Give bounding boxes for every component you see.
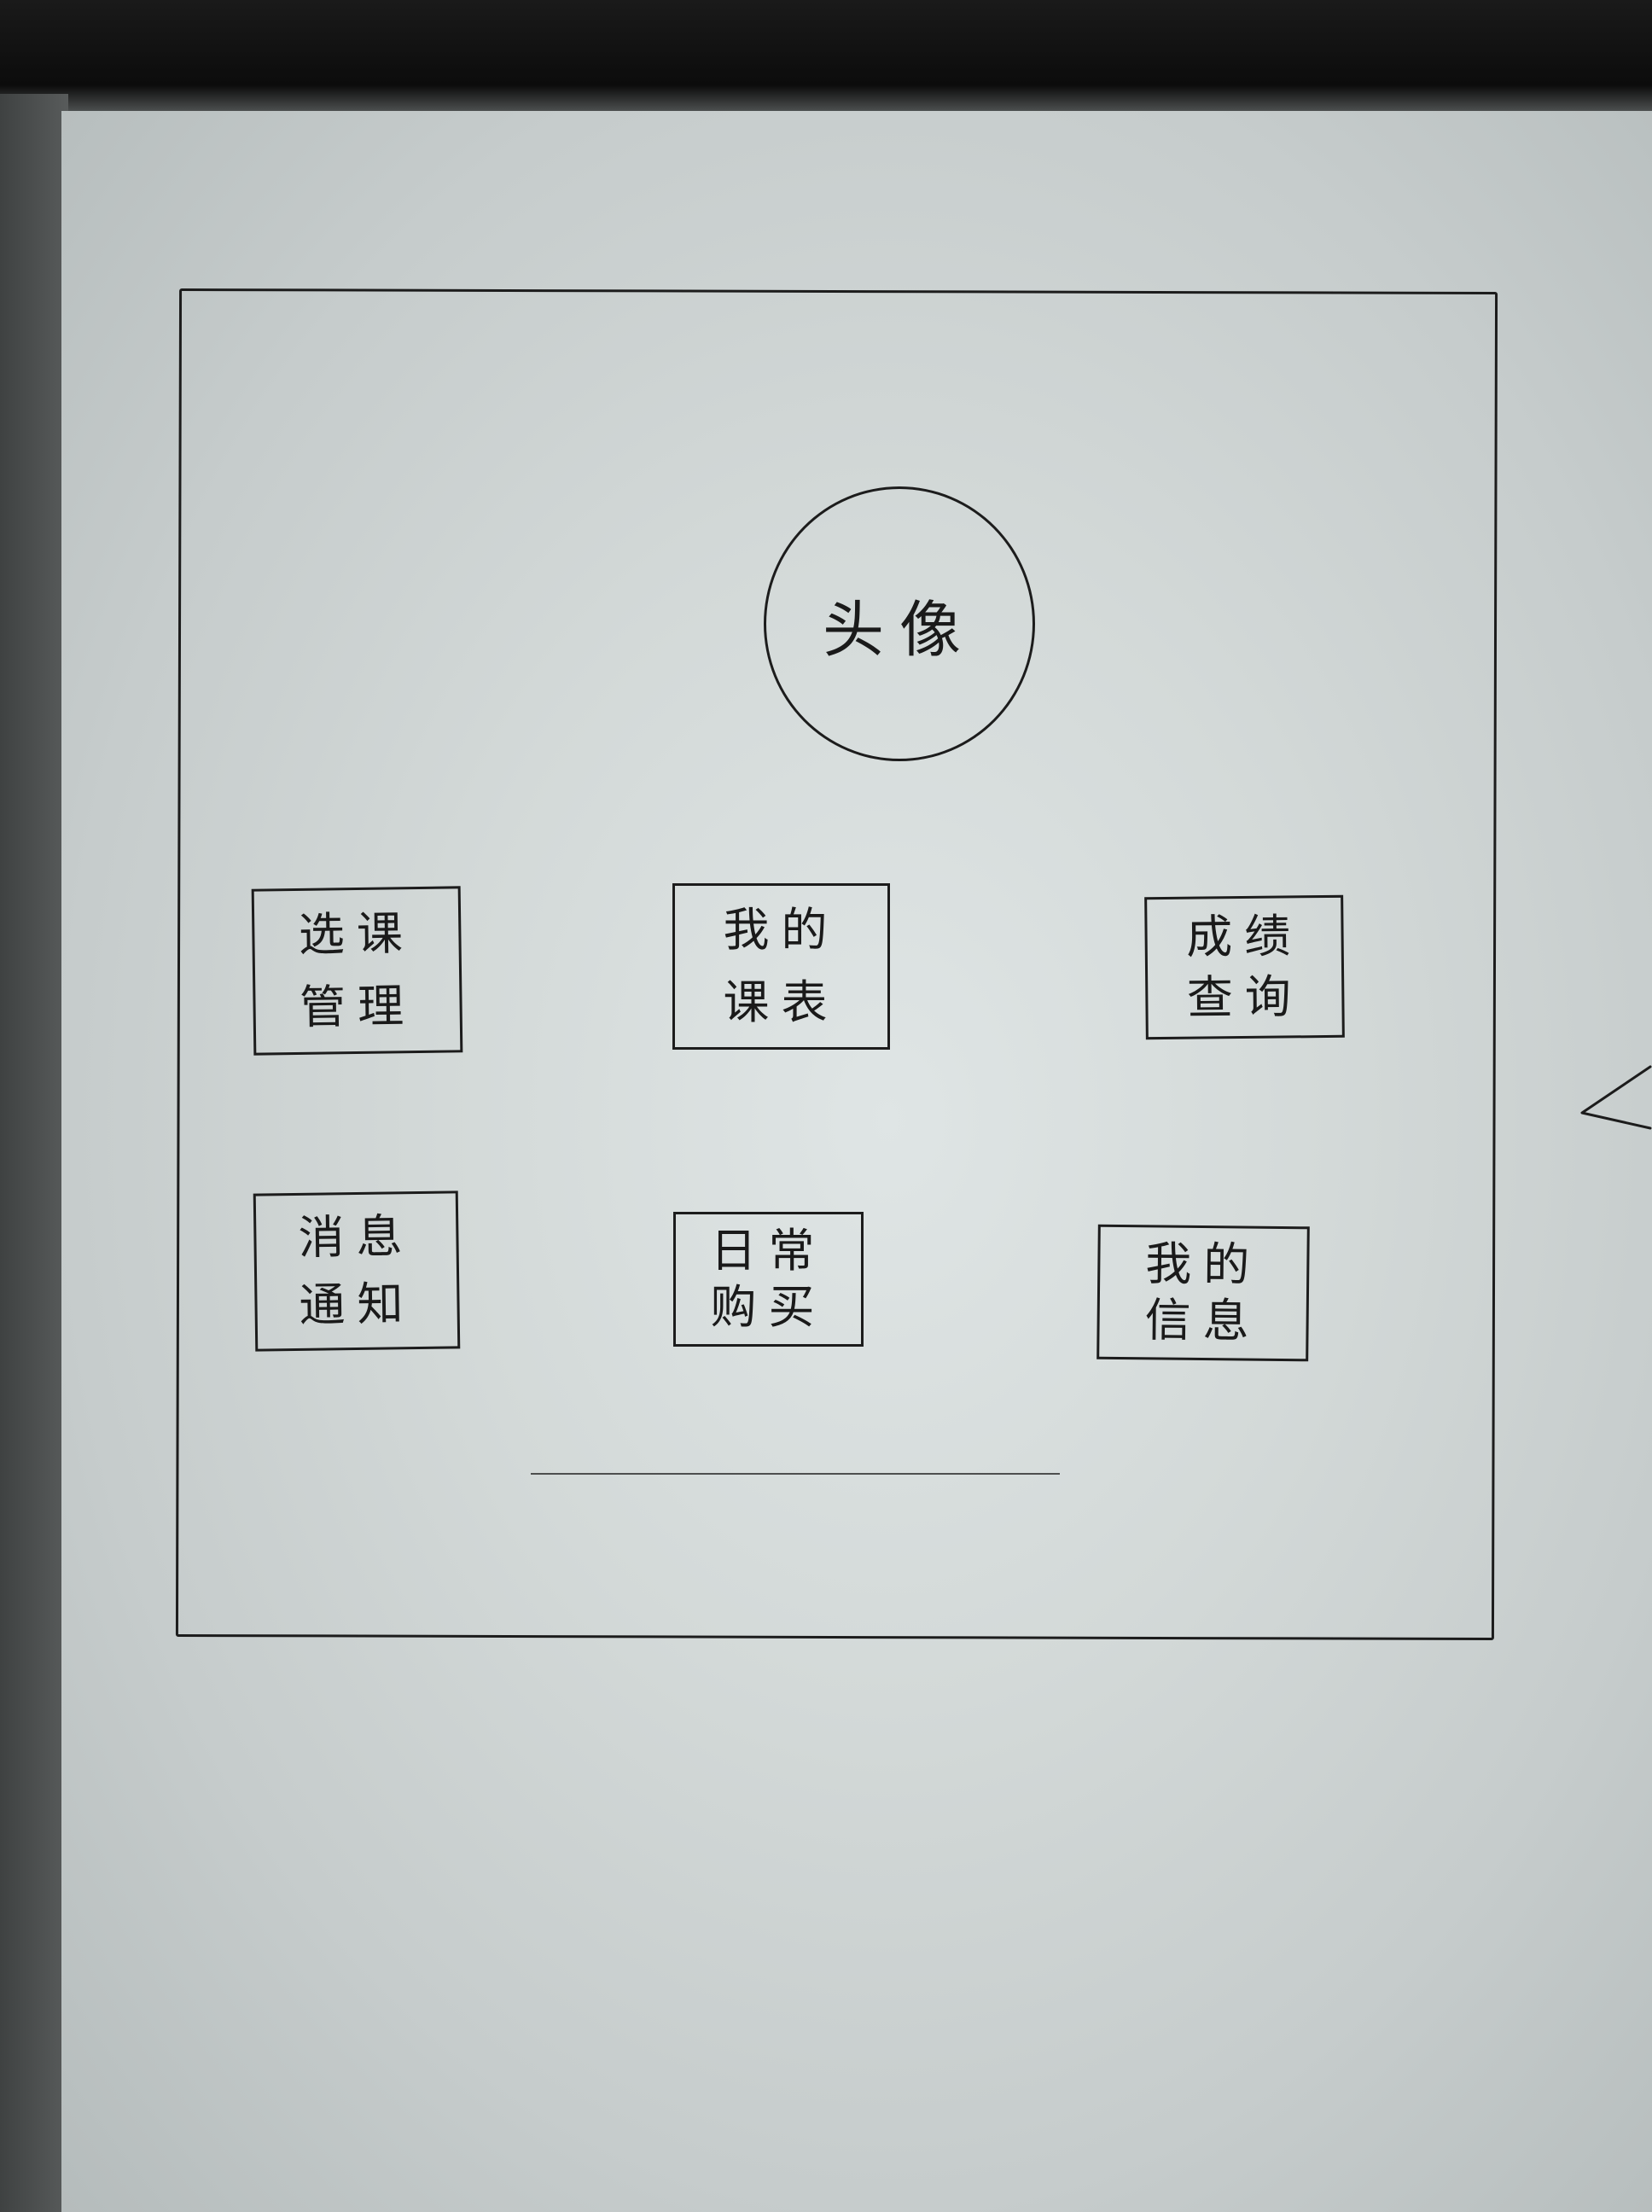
my-schedule-tile[interactable]: 我的 课表: [672, 883, 890, 1050]
tile-label-line2: 课表: [723, 975, 840, 1029]
tile-label-line2: 通知: [299, 1277, 416, 1333]
tile-label-line1: 我的: [1145, 1237, 1262, 1292]
paper-shadow: [0, 94, 68, 2212]
tile-label-line2: 查询: [1186, 969, 1304, 1025]
tile-label-line2: 购买: [710, 1280, 827, 1334]
daily-purchase-tile[interactable]: 日常 购买: [673, 1212, 864, 1347]
tile-label-line1: 日常: [710, 1224, 827, 1278]
tile-label-line1: 选课: [298, 906, 416, 963]
my-info-tile[interactable]: 我的 信息: [1096, 1224, 1310, 1362]
arrow-stroke-icon: [1580, 1065, 1652, 1130]
grade-query-tile[interactable]: 成绩 查询: [1144, 894, 1345, 1040]
stray-pencil-line: [531, 1473, 1060, 1475]
tile-label-line1: 我的: [723, 903, 840, 958]
tile-label-line1: 成绩: [1185, 909, 1303, 964]
notifications-tile[interactable]: 消息 通知: [253, 1190, 461, 1352]
paper-sheet: [61, 111, 1652, 2212]
tile-label-line1: 消息: [298, 1208, 415, 1265]
course-selection-tile[interactable]: 选课 管理: [251, 886, 463, 1056]
avatar-label: 头像: [822, 593, 976, 666]
avatar[interactable]: 头像: [764, 486, 1035, 761]
tile-label-line2: 管理: [299, 978, 416, 1034]
tile-label-line2: 信息: [1144, 1293, 1261, 1348]
